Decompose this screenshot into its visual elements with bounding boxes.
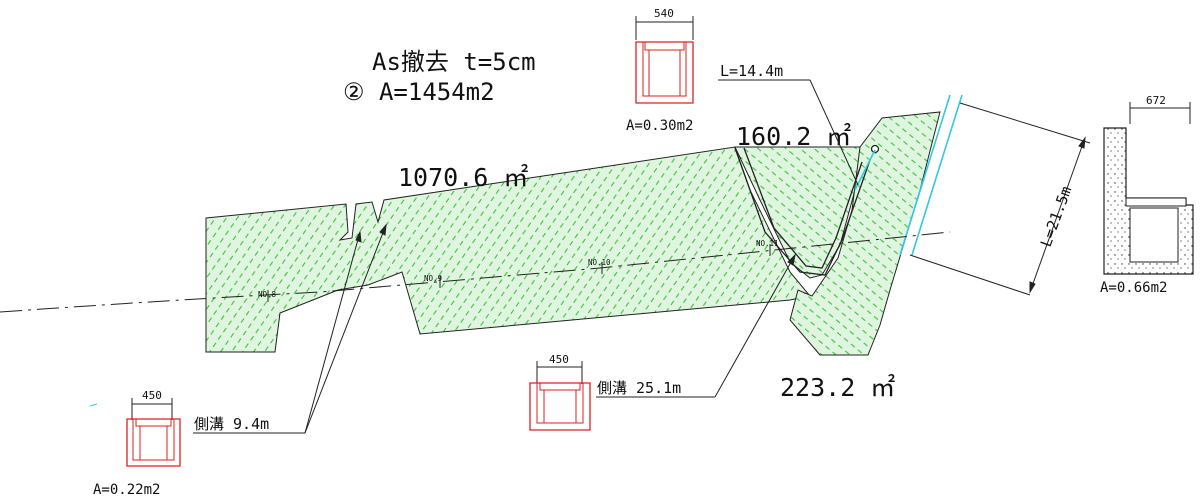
leader-top (718, 79, 859, 186)
dimension-retaining (909, 102, 1091, 296)
section-mid-width: 450 (549, 353, 569, 366)
station-label-9: NO.9 (424, 274, 442, 283)
leader-ditch-left (193, 223, 387, 434)
section-left-area: A=0.22m2 (93, 482, 160, 498)
section-right-area: A=0.66m2 (1100, 280, 1167, 296)
removal-area-main (205, 146, 811, 353)
side-ditch (734, 144, 880, 276)
removal-area-right (789, 111, 941, 356)
section-top-width: 540 (654, 7, 674, 20)
area-label-main: 1070.6 ㎡ (398, 163, 528, 192)
section-top (635, 16, 694, 104)
section-right (1103, 102, 1194, 275)
section-mid (529, 361, 591, 431)
station-ticks (267, 244, 771, 302)
section-left-width: 450 (142, 389, 162, 402)
station-label-8: NO.8 (258, 290, 277, 299)
area-label-top-right: 160.2 ㎡ (736, 122, 851, 151)
leader-ditch-mid-label: 側溝 25.1m (597, 379, 681, 397)
title-line2: ② A=1454m2 (343, 78, 495, 106)
section-right-width: 672 (1146, 94, 1166, 107)
section-left (126, 398, 181, 467)
station-label-10: NO.10 (588, 258, 611, 267)
dimension-retaining-label: L=21.5m (1037, 184, 1076, 250)
station-label-11: NO.11 (756, 239, 779, 248)
section-top-area: A=0.30m2 (626, 118, 693, 134)
centerline (0, 231, 951, 313)
area-label-bottom-right: 223.2 ㎡ (780, 373, 895, 402)
title-line1: As撤去 t=5cm (372, 48, 536, 76)
cyan-mark (89, 403, 98, 407)
leader-ditch-left-label: 側溝 9.4m (194, 415, 269, 433)
leader-ditch-mid (596, 253, 796, 398)
leader-top-label: L=14.4m (720, 62, 783, 80)
retaining-wall (854, 94, 963, 256)
